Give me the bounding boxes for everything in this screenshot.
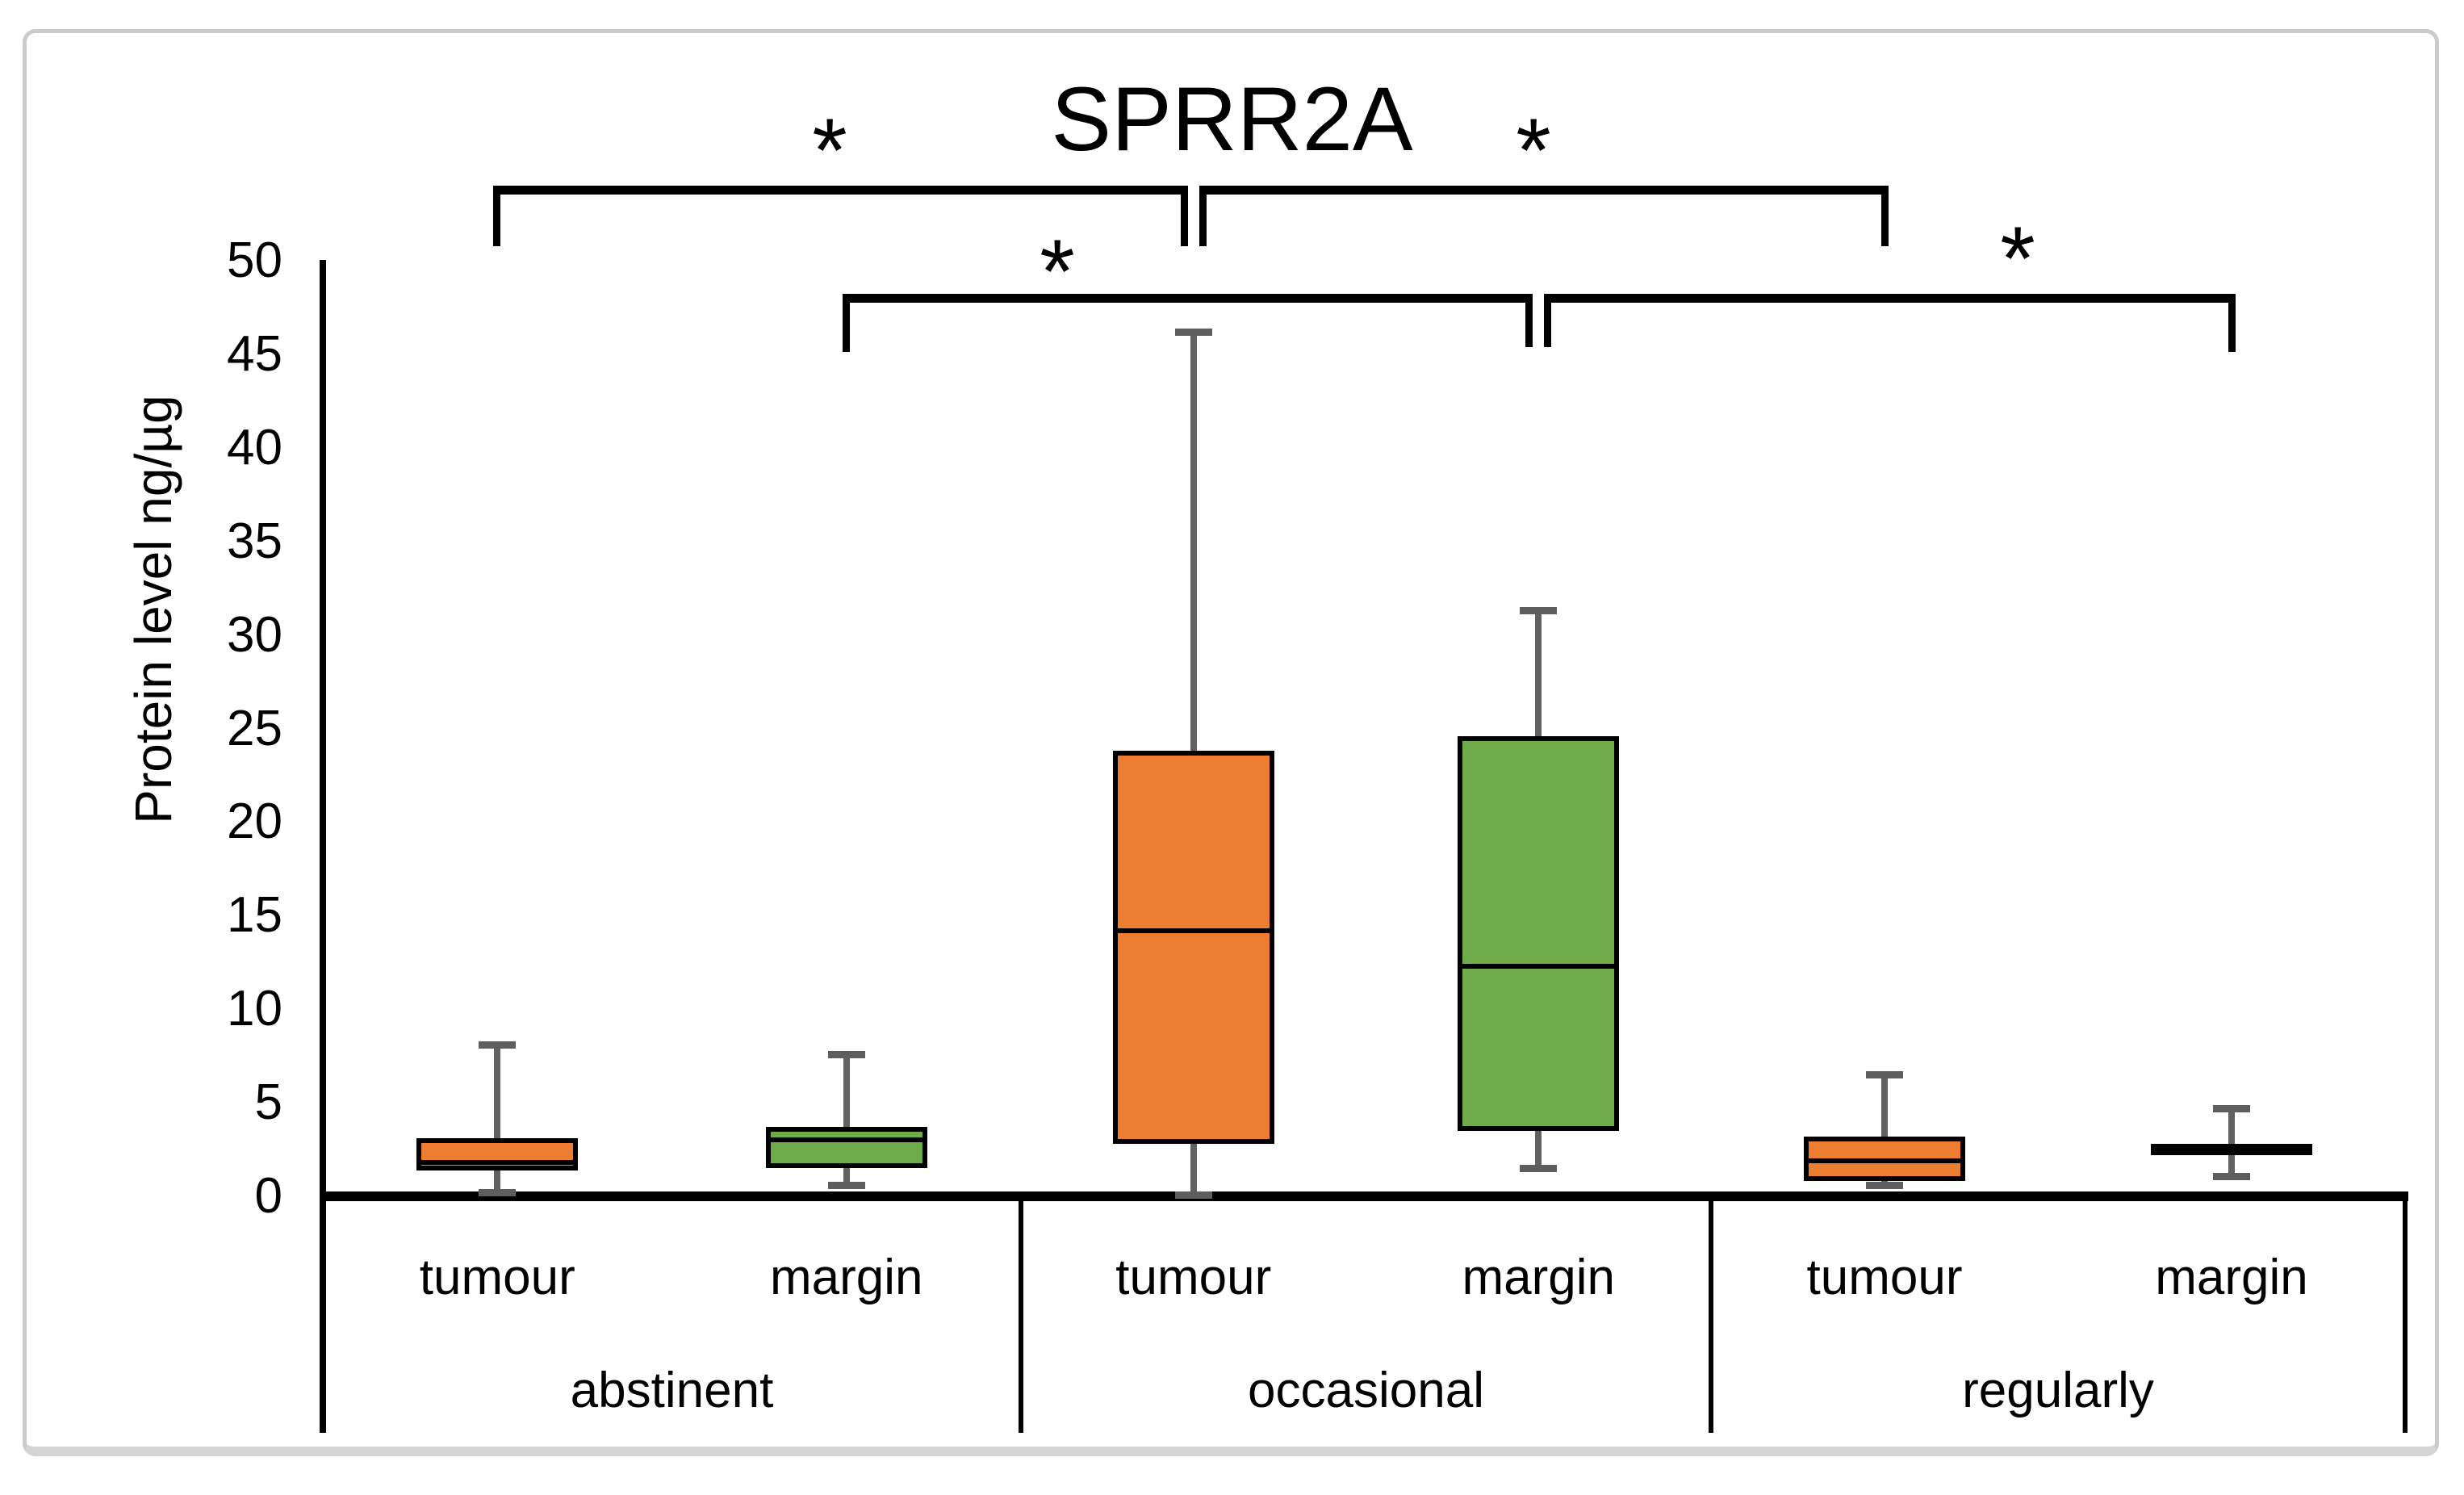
x-axis-baseline <box>320 1191 2408 1201</box>
y-tick-label-25: 25 <box>227 700 282 756</box>
y-tick-label-20: 20 <box>227 794 282 850</box>
bracket-leg-right-2 <box>1525 294 1533 347</box>
box-occasional-tumour <box>1112 751 1274 1145</box>
significance-asterisk-2: * <box>1040 220 1075 322</box>
y-tick-label-5: 5 <box>254 1074 282 1131</box>
whisker-cap-top-occasional-margin <box>1520 607 1558 615</box>
median-line-regularly-margin <box>2151 1147 2312 1153</box>
significance-asterisk-0: * <box>812 99 847 201</box>
y-tick-label-15: 15 <box>227 887 282 944</box>
significance-asterisk-1: * <box>1516 99 1551 201</box>
y-tick-label-35: 35 <box>227 513 282 569</box>
group-label-abstinent: abstinent <box>570 1363 774 1418</box>
y-tick-label-50: 50 <box>227 232 282 288</box>
bracket-leg-right-1 <box>1881 186 1889 246</box>
whisker-cap-top-regularly-margin <box>2213 1105 2250 1113</box>
figure-border <box>23 29 2439 1456</box>
chart-title: SPRR2A <box>1051 69 1413 170</box>
whisker-cap-bottom-abstinent-margin <box>827 1182 865 1190</box>
whisker-stem-top-regularly-tumour <box>1881 1074 1888 1137</box>
box-abstinent-margin <box>765 1127 927 1169</box>
whisker-stem-top-abstinent-tumour <box>494 1045 501 1139</box>
group-label-regularly: regularly <box>1962 1363 2154 1418</box>
category-label-regularly-margin: margin <box>2155 1250 2308 1305</box>
box-occasional-margin <box>1458 735 1620 1131</box>
significance-asterisk-3: * <box>2000 207 2035 309</box>
whisker-stem-top-abstinent-margin <box>843 1053 850 1128</box>
bracket-leg-left-3 <box>1544 294 1552 347</box>
whisker-stem-bottom-occasional-tumour <box>1190 1144 1197 1195</box>
whisker-stem-top-regularly-margin <box>2228 1108 2235 1145</box>
bracket-leg-right-0 <box>1180 186 1188 246</box>
category-label-occasional-tumour: tumour <box>1115 1250 1272 1305</box>
median-line-abstinent-margin <box>765 1137 927 1143</box>
median-line-occasional-margin <box>1458 963 1620 969</box>
category-label-abstinent-margin: margin <box>769 1250 923 1305</box>
median-line-occasional-tumour <box>1112 928 1274 933</box>
category-divider-1 <box>1019 1201 1023 1433</box>
whisker-cap-bottom-regularly-margin <box>2213 1172 2250 1180</box>
whisker-stem-bottom-abstinent-margin <box>843 1168 850 1186</box>
whisker-stem-bottom-occasional-margin <box>1535 1130 1542 1169</box>
whisker-cap-bottom-regularly-tumour <box>1866 1182 1903 1190</box>
whisker-cap-bottom-occasional-margin <box>1520 1165 1558 1173</box>
category-divider-2 <box>1709 1201 1713 1433</box>
bracket-bar-3 <box>1544 294 2236 303</box>
y-tick-label-0: 0 <box>254 1168 282 1224</box>
category-label-abstinent-tumour: tumour <box>419 1250 575 1305</box>
median-line-regularly-tumour <box>1804 1158 1965 1163</box>
category-divider-right <box>2403 1201 2408 1433</box>
whisker-cap-top-regularly-tumour <box>1866 1071 1903 1079</box>
y-tick-label-45: 45 <box>227 325 282 382</box>
bracket-bar-1 <box>1199 186 1889 195</box>
whisker-stem-top-occasional-tumour <box>1190 332 1197 752</box>
bracket-bar-2 <box>842 294 1533 303</box>
whisker-cap-top-abstinent-margin <box>827 1050 865 1058</box>
group-label-occasional: occasional <box>1248 1363 1484 1418</box>
y-tick-label-10: 10 <box>227 981 282 1037</box>
y-tick-label-40: 40 <box>227 419 282 475</box>
bracket-leg-left-1 <box>1199 186 1207 246</box>
whisker-cap-top-abstinent-tumour <box>479 1041 517 1049</box>
category-label-regularly-tumour: tumour <box>1806 1250 1963 1305</box>
median-line-abstinent-tumour <box>416 1160 579 1166</box>
box-abstinent-tumour <box>416 1138 579 1170</box>
whisker-cap-bottom-occasional-tumour <box>1174 1191 1212 1199</box>
whisker-stem-bottom-regularly-margin <box>2228 1155 2235 1176</box>
y-axis-line <box>320 260 326 1433</box>
bracket-bar-0 <box>493 186 1188 195</box>
bracket-leg-left-0 <box>493 186 501 246</box>
y-tick-label-30: 30 <box>227 606 282 663</box>
whisker-stem-bottom-abstinent-tumour <box>494 1170 501 1193</box>
bracket-leg-left-2 <box>842 294 850 352</box>
whisker-stem-top-occasional-margin <box>1535 610 1542 736</box>
whisker-cap-bottom-abstinent-tumour <box>479 1189 517 1197</box>
category-label-occasional-margin: margin <box>1462 1250 1615 1305</box>
bracket-leg-right-3 <box>2228 294 2236 352</box>
whisker-cap-top-occasional-tumour <box>1174 329 1212 337</box>
